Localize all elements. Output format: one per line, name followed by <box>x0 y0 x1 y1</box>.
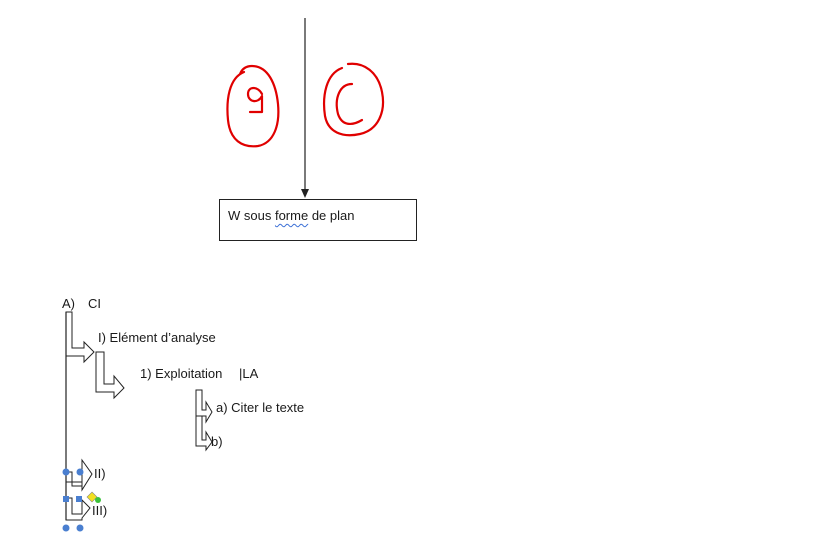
bent-arrow-level-2[interactable] <box>95 351 125 400</box>
outline-level-2-suffix: |LA <box>239 366 259 381</box>
handwritten-c <box>323 62 385 137</box>
bent-arrow-level-1[interactable] <box>65 311 95 364</box>
outline-level-1-label: I) Elément d’analyse <box>98 330 216 345</box>
plan-box-text-before: W sous <box>228 208 275 223</box>
outline-level-3b-label: b) <box>211 434 223 449</box>
handwritten-nine <box>226 64 280 148</box>
outline-level-2-label: 1) Exploitation <box>140 366 223 381</box>
bent-arrow-level-3b[interactable] <box>195 415 213 452</box>
outline-level-a-marker: A) <box>62 296 75 311</box>
plan-box-text-after: de plan <box>308 208 355 223</box>
bent-arrow-level-3a[interactable] <box>195 389 213 424</box>
plan-box-label: W sous forme de plan <box>228 208 354 223</box>
outline-level-a-label: CI <box>88 296 101 311</box>
outline-level-3a-label: a) Citer le texte <box>216 400 305 415</box>
outline-level-ii-label: II) <box>94 466 106 481</box>
bent-arrow-level-iii[interactable] <box>65 497 91 521</box>
selection-handles[interactable] <box>62 468 102 532</box>
plan-box-spellcheck-word: forme <box>274 208 309 223</box>
vertical-arrow[interactable] <box>301 18 309 198</box>
plan-text-box[interactable]: W sous forme de plan <box>219 199 417 241</box>
bent-arrow-level-ii[interactable] <box>65 458 93 492</box>
outline-level-iii-label: III) <box>92 503 108 518</box>
